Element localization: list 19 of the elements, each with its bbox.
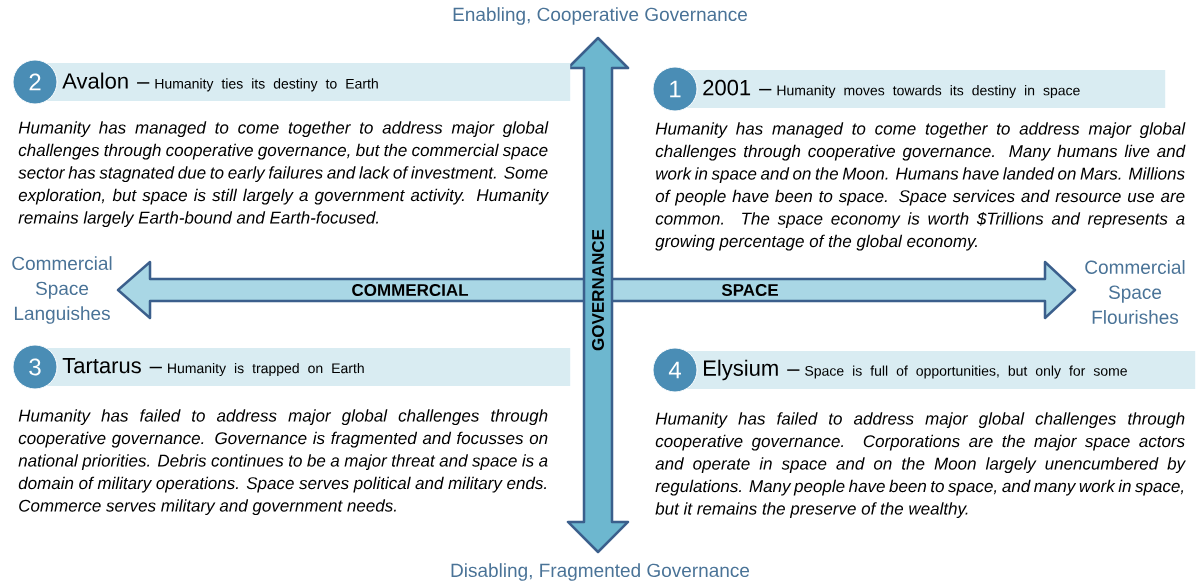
axis-label: Disabling, Fragmented Governance (451, 563, 750, 581)
number-badge: 2 (12, 59, 58, 105)
scenario-description: Humanity has managed to come together to address major global challenges through cooperative governance, but the commercial space sector has stagnated due to early failures and lack of investment. Some exploration, but space is still largely a government activity. Humanity remains largely Earth-bound and Earth-focused. (18, 121, 549, 228)
arrow-label: GOVERNANCE (592, 229, 605, 351)
scenario-banner: 2001 – Humanity moves towards its destiny in space (680, 70, 1166, 108)
scenario-banner: Tartarus – Humanity is trapped on Earth (40, 348, 571, 386)
number-badge: 3 (12, 344, 58, 390)
arrow-label: SPACE (721, 283, 778, 296)
axis-label: Enabling, Cooperative Governance (453, 7, 747, 25)
scenario-banner: Elysium – Space is full of opportunities, but only for some (680, 351, 1196, 389)
scenario-description: Humanity has failed to address major global challenges through cooperative governance. Governance is fragmented and focusses on national priorities. Debris continues to be a major threat and space is a domain of military operations. Space serves political and military ends. Commerce serves military and government needs. (18, 409, 548, 516)
scenario-description: Humanity has managed to come together to address major global challenges through cooperative governance. Many humans live and work in space and on the Moon. Humans have landed on Mars. Millions of people have been to space. Space services and resource use are common. The space economy is worth $Trillions and represents a growing percentage of the global economy. (655, 122, 1186, 251)
scenario-description: Humanity has failed to address major global challenges through cooperative governance. Corporations are the major space actors and operate in space and on the Moon largely unencumbered by regulations. Many people have been to space, and many work in space, but it remains the preserve of the wealthy. (655, 412, 1186, 519)
scenario-banner: Avalon – Humanity ties its destiny to Earth (40, 63, 571, 101)
axis-label: Commercial Space Languishes (12, 256, 112, 324)
arrow-label: COMMERCIAL (352, 283, 469, 296)
axis-label: Commercial Space Flourishes (1085, 260, 1185, 324)
number-badge: 4 (652, 347, 698, 393)
number-badge: 1 (652, 66, 698, 112)
